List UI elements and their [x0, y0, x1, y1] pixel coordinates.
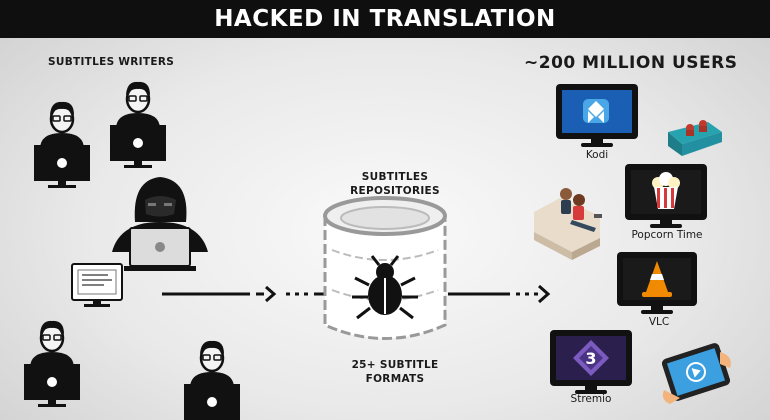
couch-people-icon	[534, 188, 602, 260]
player-label-vlc: VLC	[648, 316, 670, 328]
formats-label: 25+ SUBTITLE FORMATS	[330, 358, 460, 386]
writers-label: SUBTITLES WRITERS	[48, 56, 175, 68]
player-label-stremio: Stremio	[570, 393, 612, 405]
vlc-cone-icon	[642, 261, 672, 297]
formats-label-line1: 25+ SUBTITLE	[351, 359, 439, 371]
popcorn-time-tv-icon	[625, 164, 707, 228]
hacker-icon	[112, 177, 208, 271]
player-label-popcorn-time: Popcorn Time	[631, 229, 703, 241]
bug-icon	[352, 255, 418, 320]
popcorn-icon	[652, 172, 680, 209]
title-bar: HACKED IN TRANSLATION	[0, 0, 770, 38]
flow-arrow-left	[162, 285, 330, 303]
repos-label-line2: REPOSITORIES	[350, 185, 440, 197]
page-title: HACKED IN TRANSLATION	[214, 6, 556, 32]
computer-user-icon	[182, 339, 242, 420]
stremio-logo-icon: 3	[573, 340, 609, 376]
kodi-tv-icon	[556, 84, 638, 147]
stremio-tv-icon: 3	[550, 330, 632, 394]
computer-user-icon	[32, 100, 92, 190]
kodi-logo-icon	[588, 101, 604, 123]
repos-label: SUBTITLES REPOSITORIES	[330, 170, 460, 198]
formats-label-line2: FORMATS	[365, 373, 425, 385]
document-monitor-icon	[71, 263, 123, 307]
computer-user-icon	[22, 319, 82, 409]
tablet-icon	[661, 343, 731, 404]
theater-seats-icon	[668, 120, 722, 156]
flow-arrow-right	[448, 284, 551, 304]
svg-text:3: 3	[585, 349, 596, 368]
users-label: ~200 MILLION USERS	[524, 53, 738, 73]
player-label-kodi: Kodi	[585, 149, 609, 161]
repos-label-line1: SUBTITLES	[361, 171, 429, 183]
computer-user-icon	[108, 80, 168, 170]
vlc-tv-icon	[617, 252, 697, 314]
